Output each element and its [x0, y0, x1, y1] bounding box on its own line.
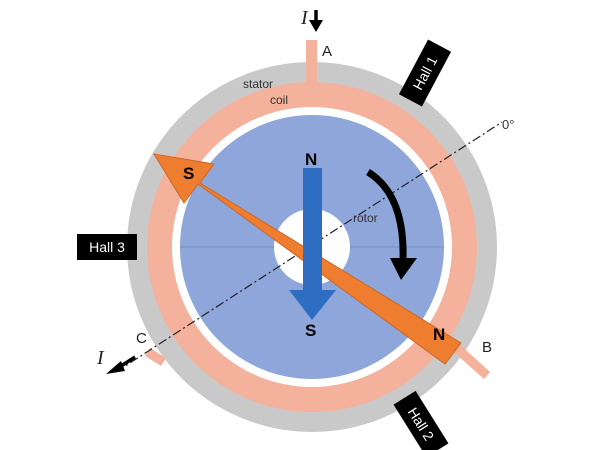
hall3-label: Hall 3 [89, 239, 125, 255]
current-out-label: I [96, 347, 105, 369]
terminal-b-label: B [482, 339, 492, 356]
coil-label: coil [270, 93, 288, 107]
stator-label: stator [243, 77, 273, 91]
hall1-sensor: Hall 1 [398, 39, 452, 107]
rotor-label: rotor [353, 211, 378, 225]
rotation-arrow-icon [366, 169, 417, 280]
hall3-sensor: Hall 3 [77, 234, 137, 260]
stator-pole-n: N [433, 325, 445, 344]
current-out-arrow-icon [106, 355, 136, 374]
terminal-b-lead [448, 340, 490, 379]
stator-pole-s: S [183, 164, 194, 183]
terminal-c-label: C [136, 330, 147, 347]
zero-degree-label: 0° [502, 117, 514, 132]
terminal-a-lead [306, 40, 317, 84]
terminal-c-lead [145, 348, 166, 366]
current-in-arrow-icon [309, 10, 323, 32]
rotor-pole-n: N [305, 150, 317, 169]
rotor-field-arrow [289, 168, 336, 320]
terminal-a-label: A [322, 43, 332, 60]
hall2-sensor: Hall 2 [393, 390, 449, 450]
current-in-label: I [300, 7, 309, 29]
rotor-pole-s: S [305, 321, 316, 340]
